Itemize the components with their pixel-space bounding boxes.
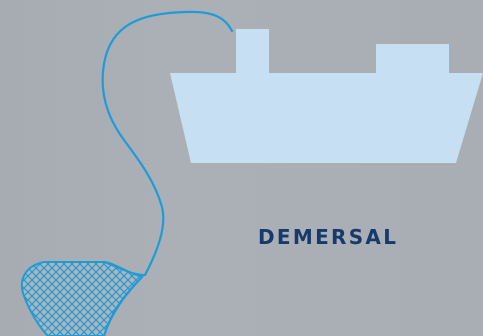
ship-icon [170,29,483,163]
trawl-net-icon [20,261,146,336]
category-label: DEMERSAL [258,225,399,249]
tow-line-icon [101,10,234,277]
